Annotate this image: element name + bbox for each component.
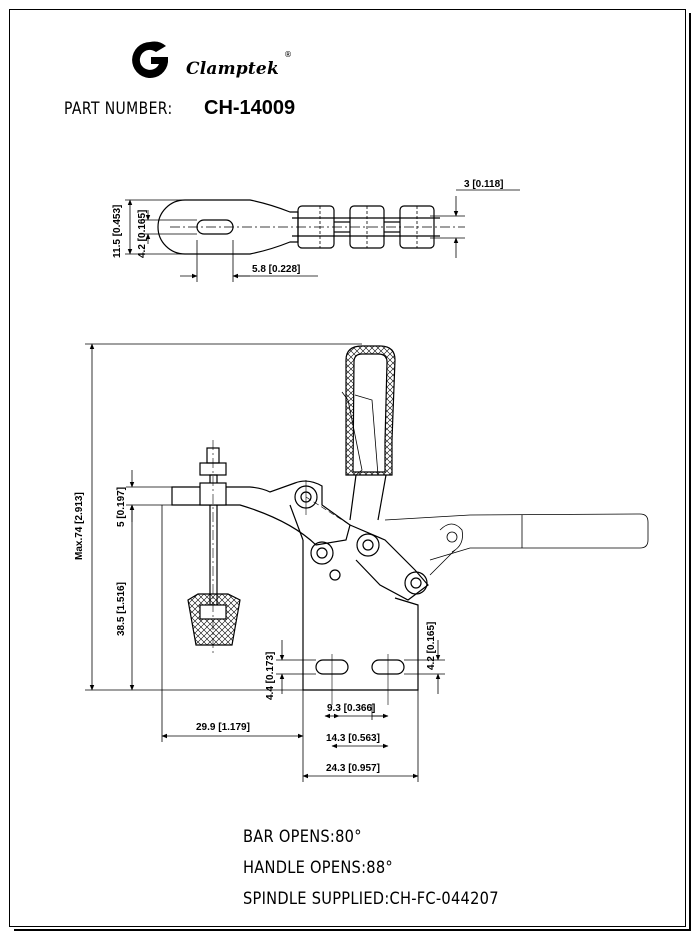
dim-slot-length: 5.8 [0.228] — [252, 264, 300, 275]
frame-shadow — [14, 13, 691, 931]
dim-height: 11.5 [0.453] — [112, 205, 123, 258]
note-bar-opens: BAR OPENS:80° — [243, 827, 362, 847]
dim-reach: 29.9 [1.179] — [196, 722, 250, 733]
part-number-value: CH-14009 — [204, 97, 296, 119]
registered-mark: ® — [284, 50, 292, 59]
brand-name: Clamptek — [186, 59, 279, 79]
front-view-dimensions — [85, 343, 445, 782]
dim-hole-spacing: 14.3 [0.563] — [326, 733, 380, 744]
dim-spindle-height: 38.5 [1.516] — [116, 582, 127, 636]
dim-base-width: 24.3 [0.957] — [326, 763, 380, 774]
dim-arm-thickness: 5 [0.197] — [116, 487, 127, 527]
g-logo-icon — [132, 41, 168, 78]
drawing-frame — [9, 9, 686, 927]
top-view — [157, 199, 465, 255]
dim-max-height: Max.74 [2.913] — [74, 492, 85, 560]
part-number-label: PART NUMBER: — [64, 99, 173, 119]
note-spindle-supplied: SPINDLE SUPPLIED:CH-FC-044207 — [243, 889, 499, 909]
note-handle-opens: HANDLE OPENS:88° — [243, 858, 393, 878]
dim-base-left: 4.4 [0.173] — [265, 652, 276, 700]
top-view-dimensions — [125, 189, 520, 282]
dim-slot-pitch: 9.3 [0.366] — [327, 703, 375, 714]
dim-thickness: 3 [0.118] — [464, 179, 503, 190]
dim-slot: 4.2 [0.165] — [137, 210, 148, 258]
dim-base-right: 4.2 [0.165] — [426, 622, 437, 670]
front-view — [171, 345, 649, 705]
